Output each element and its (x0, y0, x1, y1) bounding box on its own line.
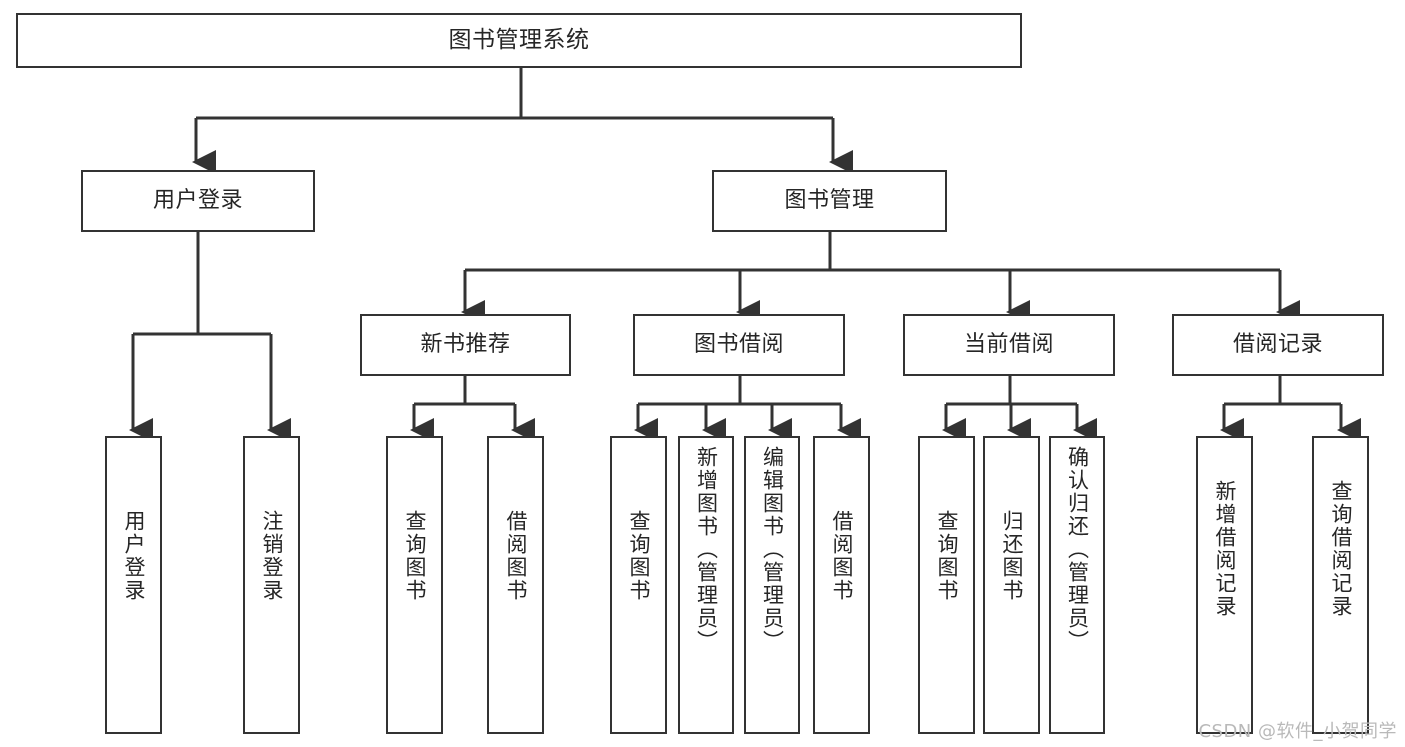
node-label: 图书管理 (784, 187, 875, 213)
node-user-login[interactable]: 用户登录 (81, 170, 315, 232)
node-new-book-recommend[interactable]: 新书推荐 (360, 314, 571, 376)
node-label: 查询图书 (934, 510, 959, 602)
node-label: 查询图书 (626, 510, 651, 602)
leaf-new-book-query[interactable]: 查询图书 (386, 436, 443, 734)
leaf-book-borrow-query[interactable]: 查询图书 (610, 436, 667, 734)
node-label: 借阅图书 (829, 510, 854, 602)
node-book-management[interactable]: 图书管理 (712, 170, 947, 232)
node-label: 用户登录 (152, 187, 243, 213)
leaf-user-login-logout[interactable]: 注销登录 (243, 436, 300, 734)
leaf-borrow-record-query[interactable]: 查询借阅记录 (1312, 436, 1369, 734)
node-label: 用户登录 (121, 510, 146, 602)
node-label: 编辑图书（管理员） (760, 446, 785, 653)
node-label: 图书管理系统 (448, 26, 590, 53)
leaf-book-borrow-edit[interactable]: 编辑图书（管理员） (744, 436, 800, 734)
node-label: 查询借阅记录 (1328, 480, 1353, 618)
leaf-book-borrow-borrow[interactable]: 借阅图书 (813, 436, 870, 734)
node-label: 新增借阅记录 (1212, 480, 1237, 618)
leaf-current-borrow-query[interactable]: 查询图书 (918, 436, 975, 734)
node-label: 借阅记录 (1232, 331, 1323, 357)
node-label: 归还图书 (999, 510, 1024, 602)
node-label: 注销登录 (259, 510, 284, 602)
leaf-current-borrow-return[interactable]: 归还图书 (983, 436, 1040, 734)
leaf-current-borrow-confirm-return[interactable]: 确认归还（管理员） (1049, 436, 1105, 734)
node-label: 借阅图书 (503, 510, 528, 602)
node-label: 确认归还（管理员） (1065, 446, 1090, 653)
node-label: 新书推荐 (420, 331, 511, 357)
leaf-book-borrow-add[interactable]: 新增图书（管理员） (678, 436, 734, 734)
node-label: 图书借阅 (693, 331, 784, 357)
node-label: 新增图书（管理员） (694, 446, 719, 653)
watermark-text: CSDN @软件_小贺同学 (1198, 721, 1397, 742)
node-borrow-record[interactable]: 借阅记录 (1172, 314, 1384, 376)
node-label: 当前借阅 (963, 331, 1054, 357)
node-root-system[interactable]: 图书管理系统 (16, 13, 1022, 68)
leaf-new-book-borrow[interactable]: 借阅图书 (487, 436, 544, 734)
node-book-borrow[interactable]: 图书借阅 (633, 314, 845, 376)
leaf-user-login-login[interactable]: 用户登录 (105, 436, 162, 734)
node-current-borrow[interactable]: 当前借阅 (903, 314, 1115, 376)
leaf-borrow-record-add[interactable]: 新增借阅记录 (1196, 436, 1253, 734)
node-label: 查询图书 (402, 510, 427, 602)
